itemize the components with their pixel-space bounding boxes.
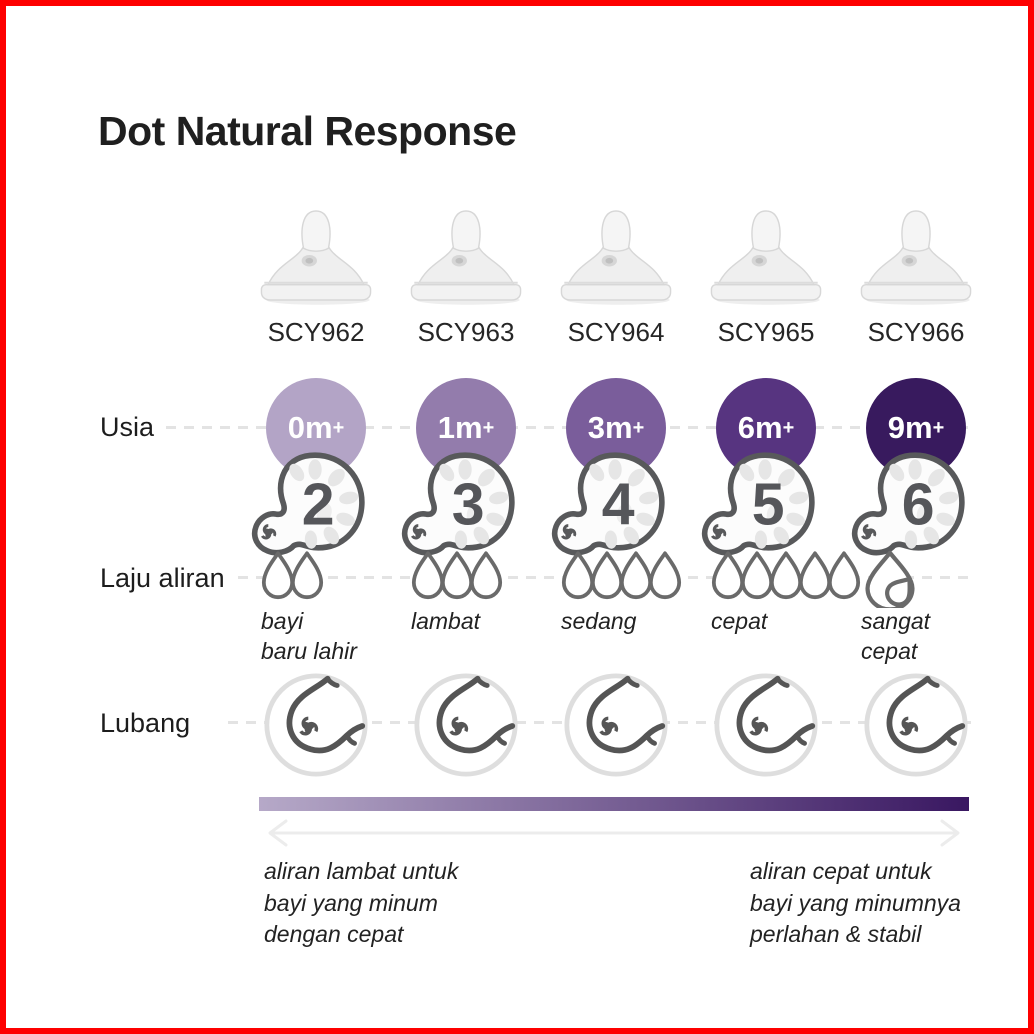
- teat-cross-section-icon: 5: [701, 450, 821, 556]
- hole-cross-section-icon: [263, 672, 369, 778]
- flow-number: 3: [452, 472, 485, 537]
- droplet-icon: [711, 551, 745, 600]
- double-arrow-icon: [268, 819, 960, 847]
- droplet-icon: [290, 551, 324, 600]
- flow-label: cepat: [711, 608, 768, 634]
- flow-drops: [711, 550, 861, 608]
- flow-drops: [561, 550, 682, 608]
- teat-cross-section-icon: 4: [551, 450, 671, 556]
- product-column-scy964: SCY964 3m+ 4 sedang: [541, 6, 691, 1034]
- model-label: SCY966: [867, 317, 965, 347]
- teat-cross-section-icon: 6: [851, 450, 971, 556]
- double-droplet-icon: [865, 550, 915, 608]
- row-label-flow: Laju aliran: [100, 563, 225, 593]
- teat-cross-section-icon: 3: [401, 450, 521, 556]
- teat-photo-icon: [549, 202, 683, 308]
- flow-label: sedang: [561, 608, 637, 634]
- flow-number: 4: [602, 472, 635, 537]
- teat-photo-icon: [849, 202, 983, 308]
- product-column-scy965: SCY965 6m+ 5 cepat: [691, 6, 861, 1034]
- teat-photo-icon: [249, 202, 383, 308]
- model-label: SCY963: [417, 317, 515, 347]
- teat-cross-section-icon: 2: [251, 450, 371, 556]
- droplet-icon: [619, 551, 653, 600]
- teat-photo-icon: [399, 202, 533, 308]
- hole-cross-section-icon: [713, 672, 819, 778]
- row-label-hole: Lubang: [100, 708, 191, 738]
- model-label: SCY965: [717, 317, 815, 347]
- teat-photo-icon: [699, 202, 833, 308]
- flow-number: 6: [902, 472, 935, 537]
- droplet-icon: [561, 551, 595, 600]
- hole-cross-section-icon: [413, 672, 519, 778]
- flow-drops: [861, 550, 919, 608]
- flow-gradient-bar: [259, 797, 969, 811]
- hole-cross-section-icon: [863, 672, 969, 778]
- droplet-icon: [648, 551, 682, 600]
- hole-cross-section-icon: [563, 672, 669, 778]
- flow-drops: [261, 550, 324, 608]
- row-label-age: Usia: [100, 412, 155, 442]
- model-label: SCY964: [567, 317, 665, 347]
- droplet-icon: [440, 551, 474, 600]
- droplet-icon: [261, 551, 295, 600]
- flow-drops: [411, 550, 503, 608]
- droplet-icon: [590, 551, 624, 600]
- droplet-icon: [769, 551, 803, 600]
- flow-number: 5: [752, 472, 785, 537]
- flow-number: 2: [302, 472, 335, 537]
- model-label: SCY962: [267, 317, 365, 347]
- product-column-scy963: SCY963 1m+ 3 lambat: [391, 6, 541, 1034]
- droplet-icon: [798, 551, 832, 600]
- flow-label: lambat: [411, 608, 481, 634]
- droplet-icon: [469, 551, 503, 600]
- droplet-icon: [827, 551, 861, 600]
- page-title: Dot Natural Response: [98, 108, 517, 154]
- droplet-icon: [411, 551, 445, 600]
- droplet-icon: [740, 551, 774, 600]
